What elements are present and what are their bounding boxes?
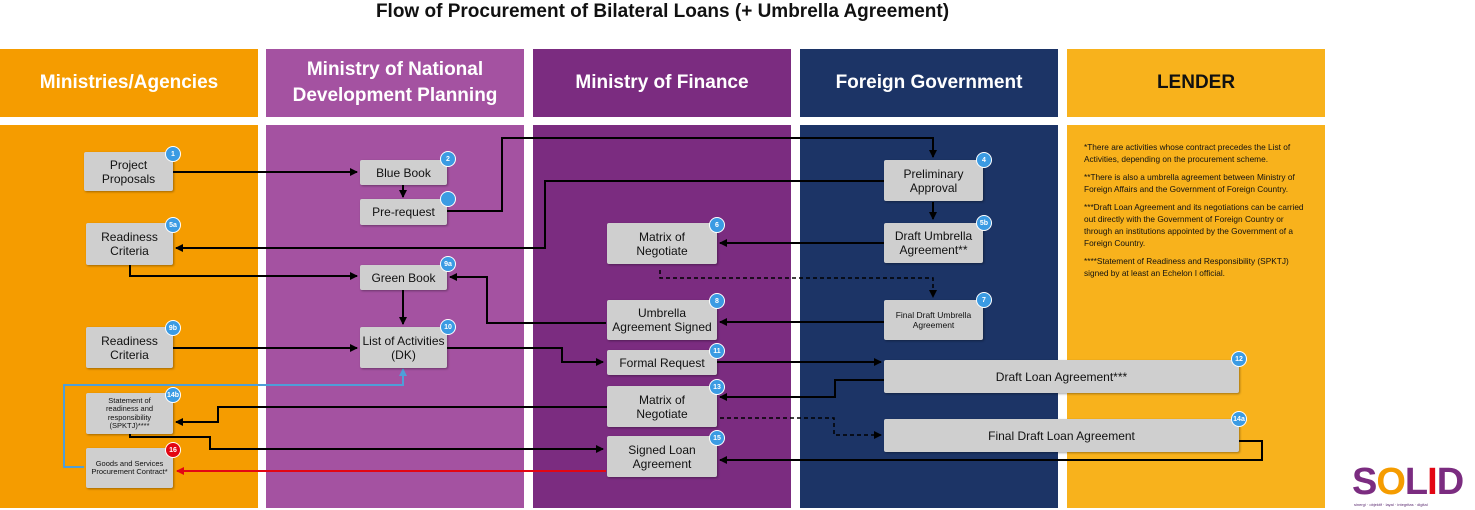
header-foreign-government: Foreign Government (800, 49, 1058, 117)
lender-notes: *There are activities whose contract pre… (1084, 141, 1310, 285)
draft-loan-agreement-box[interactable]: Draft Loan Agreement*** (884, 360, 1239, 393)
note-2: **There is also a umbrella agreement bet… (1084, 172, 1295, 194)
preliminary-approval-box[interactable]: Preliminary Approval (884, 160, 983, 201)
step-badge-4: 4 (976, 152, 992, 168)
header-bappenas: Ministry of National Development Plannin… (266, 49, 524, 117)
diagram-title: Flow of Procurement of Bilateral Loans (… (375, 1, 950, 22)
note-3: ***Draft Loan Agreement and its negotiat… (1084, 202, 1304, 248)
spktj-box[interactable]: Statement of readiness and responsibilit… (86, 393, 173, 434)
step-badge-14b: 14b (165, 387, 181, 403)
umbrella-agreement-signed-box[interactable]: Umbrella Agreement Signed (607, 300, 717, 340)
arrow-final-loan-to-signed (719, 440, 1263, 464)
note-1: *There are activities whose contract pre… (1084, 142, 1291, 164)
header-ministry-of-finance: Ministry of Finance (533, 49, 791, 117)
goods-services-contract-box[interactable]: Goods and Services Procurement Contract* (86, 448, 173, 488)
step-badge-8: 8 (709, 293, 725, 309)
step-badge-1: 1 (165, 146, 181, 162)
matrix-of-negotiate-6-box[interactable]: Matrix of Negotiate (607, 223, 717, 264)
arrow-listactivities-to-formal (447, 347, 604, 366)
readiness-criteria-9b-box[interactable]: Readiness Criteria (86, 327, 173, 368)
step-badge-5a: 5a (165, 217, 181, 233)
solid-logo: SOLID sinergi · objektif · layal · integ… (1352, 462, 1474, 508)
header-ministries-agencies: Ministries/Agencies (0, 49, 258, 117)
step-badge-pre-request (440, 191, 456, 207)
step-badge-9b: 9b (165, 320, 181, 336)
step-badge-6: 6 (709, 217, 725, 233)
project-proposals-box[interactable]: Project Proposals (84, 152, 173, 191)
step-badge-9a: 9a (440, 256, 456, 272)
draft-umbrella-agreement-box[interactable]: Draft Umbrella Agreement** (884, 223, 983, 263)
step-badge-10: 10 (440, 319, 456, 335)
signed-loan-agreement-box[interactable]: Signed Loan Agreement (607, 436, 717, 477)
arrow-readiness-to-greenbook (129, 265, 358, 280)
list-of-activities-box[interactable]: List of Activities (DK) (360, 327, 447, 368)
arrow-matrix-to-spktj (175, 406, 607, 426)
blue-book-box[interactable]: Blue Book (360, 160, 447, 185)
lane-bappenas (266, 125, 524, 508)
final-draft-loan-agreement-box[interactable]: Final Draft Loan Agreement (884, 419, 1239, 452)
dashed-matrix2-to-final-loan (720, 417, 882, 439)
solid-logo-tagline: sinergi · objektif · layal · integritas … (1354, 502, 1428, 507)
green-book-box[interactable]: Green Book (360, 265, 447, 290)
step-badge-5b: 5b (976, 215, 992, 231)
step-badge-11: 11 (709, 343, 725, 359)
arrow-preliminary-to-readiness (175, 180, 884, 252)
arrow-prerequest-to-preliminary (447, 137, 937, 212)
solid-logo-word: SOLID (1352, 461, 1464, 503)
formal-request-box[interactable]: Formal Request (607, 350, 717, 375)
step-badge-14a: 14a (1231, 411, 1247, 427)
arrow-spktj-to-signed (129, 434, 604, 453)
final-draft-umbrella-box[interactable]: Final Draft Umbrella Agreement (884, 300, 983, 340)
step-badge-7: 7 (976, 292, 992, 308)
pre-request-box[interactable]: Pre-request (360, 199, 447, 225)
step-badge-16: 16 (165, 442, 181, 458)
step-badge-15: 15 (709, 430, 725, 446)
dashed-matrix-to-final-draft (659, 270, 937, 298)
arrow-umbrella-signed-to-greenbook (449, 273, 606, 324)
step-badge-2: 2 (440, 151, 456, 167)
arrow-contract-to-listactivities (63, 368, 407, 468)
arrow-draft-loan-to-matrix (719, 379, 885, 401)
step-badge-12: 12 (1231, 351, 1247, 367)
readiness-criteria-5a-box[interactable]: Readiness Criteria (86, 223, 173, 265)
header-lender: LENDER (1067, 49, 1325, 117)
matrix-of-negotiate-13-box[interactable]: Matrix of Negotiate (607, 386, 717, 427)
note-4: ****Statement of Readiness and Responsib… (1084, 256, 1289, 278)
step-badge-13: 13 (709, 379, 725, 395)
